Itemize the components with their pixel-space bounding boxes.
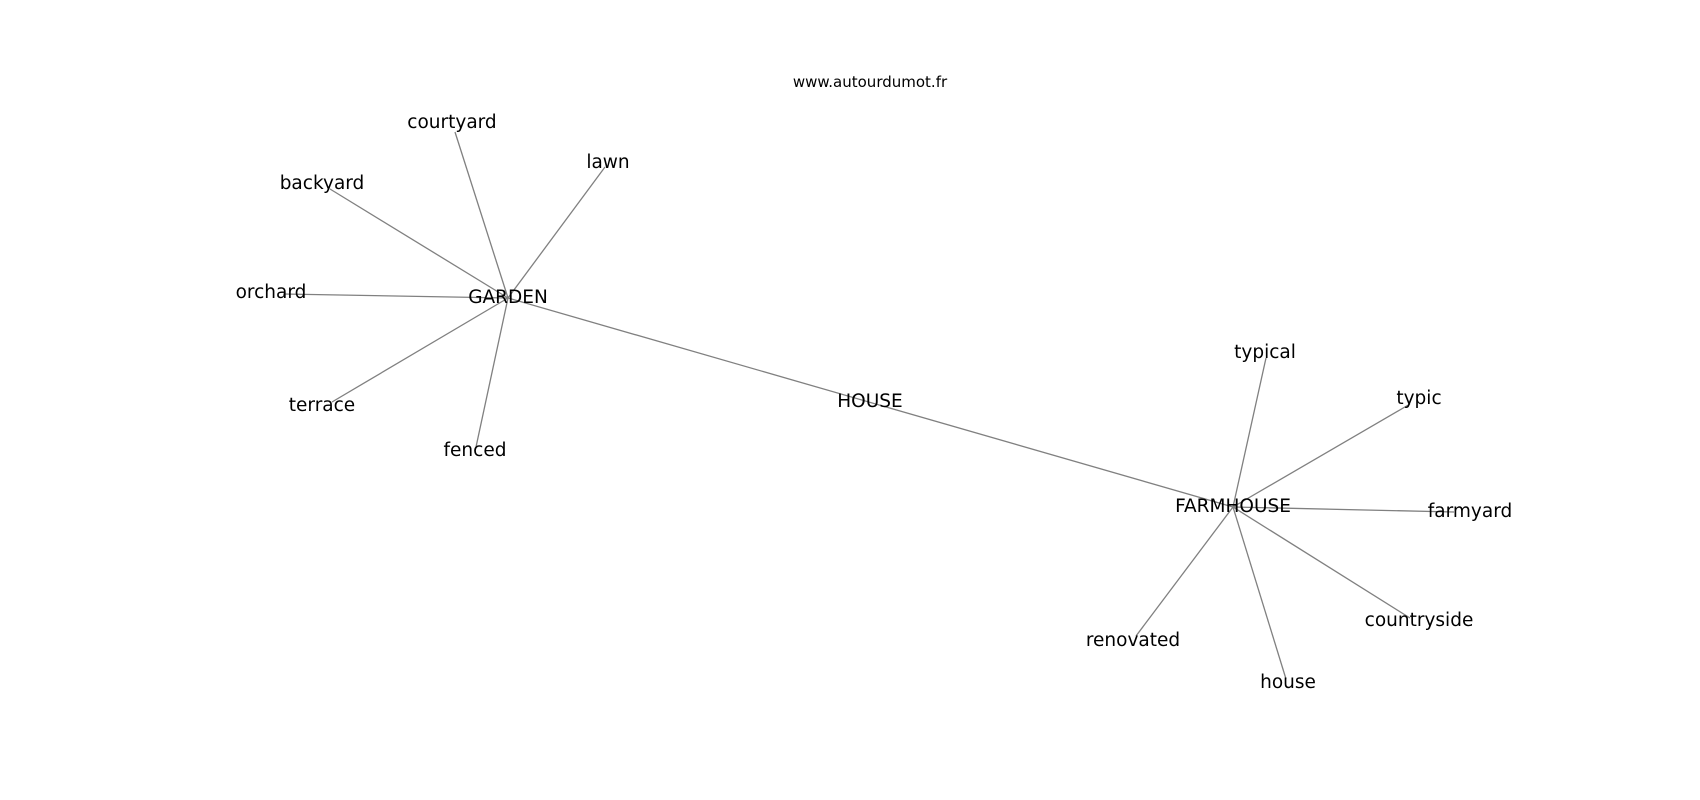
node-label-farmyard: farmyard (1428, 501, 1512, 522)
node-label-farmhouse: FARMHOUSE (1175, 496, 1291, 517)
node-label-countryside: countryside (1365, 610, 1474, 631)
node-label-typic: typic (1396, 388, 1441, 409)
edge-garden-orchard (282, 293, 509, 299)
edge-farmhouse-renovated (1135, 506, 1234, 637)
labels-layer: HOUSE GARDEN FARMHOUSE courtyard lawn backyar… (236, 112, 1513, 693)
node-label-house-center: HOUSE (837, 391, 902, 412)
edge-farmhouse-house_leaf (1232, 506, 1287, 680)
edge-garden-terrace (331, 297, 509, 403)
node-label-garden: GARDEN (468, 287, 548, 308)
edge-farmhouse-farmyard (1232, 506, 1455, 513)
edge-garden-fenced (475, 297, 509, 448)
edge-garden-farmhouse (507, 297, 1234, 508)
edge-garden-courtyard (454, 131, 509, 299)
node-label-fenced: fenced (444, 440, 507, 461)
edges-layer (282, 131, 1455, 680)
node-label-courtyard: courtyard (407, 112, 496, 133)
node-label-terrace: terrace (289, 395, 355, 416)
edge-farmhouse-typical (1232, 357, 1267, 508)
node-label-typical: typical (1234, 342, 1296, 363)
node-label-backyard: backyard (280, 173, 365, 194)
node-label-renovated: renovated (1086, 630, 1180, 651)
edge-garden-backyard (329, 188, 509, 299)
node-label-house-leaf: house (1260, 672, 1316, 693)
edge-garden-lawn (507, 166, 606, 299)
edge-farmhouse-countryside (1232, 506, 1411, 619)
edge-farmhouse-typic (1232, 403, 1411, 508)
watermark: www.autourdumot.fr (793, 73, 948, 91)
node-label-orchard: orchard (236, 282, 307, 303)
node-label-lawn: lawn (586, 152, 629, 173)
